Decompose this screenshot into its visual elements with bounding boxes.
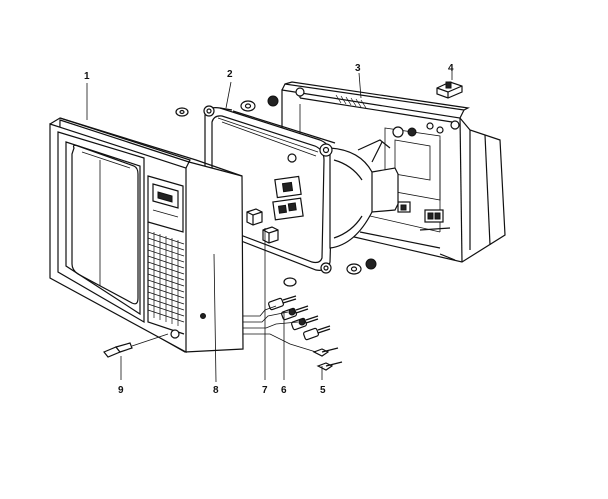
screws-part-5: [312, 347, 343, 371]
knob-pins-part-6: [268, 295, 331, 341]
callout-labels: 1 2 3 4 5 6 7 8 9: [84, 63, 454, 396]
callout-9: 9: [118, 385, 124, 396]
front-cabinet: [49, 117, 244, 354]
callout-4: 4: [448, 63, 454, 74]
callout-2: 2: [227, 69, 233, 80]
callout-6: 6: [281, 385, 287, 396]
screw-part-9: [103, 333, 169, 358]
speaker-grille: [147, 231, 185, 326]
switch-blocks-part-7: [246, 208, 279, 244]
leader-lines: [86, 72, 362, 383]
callout-8: 8: [213, 385, 219, 396]
callout-3: 3: [355, 63, 361, 74]
callout-1: 1: [84, 71, 90, 82]
callout-7: 7: [262, 385, 268, 396]
callout-5: 5: [320, 385, 326, 396]
mounting-hardware: [175, 95, 377, 287]
clip-part-4: [436, 70, 463, 99]
